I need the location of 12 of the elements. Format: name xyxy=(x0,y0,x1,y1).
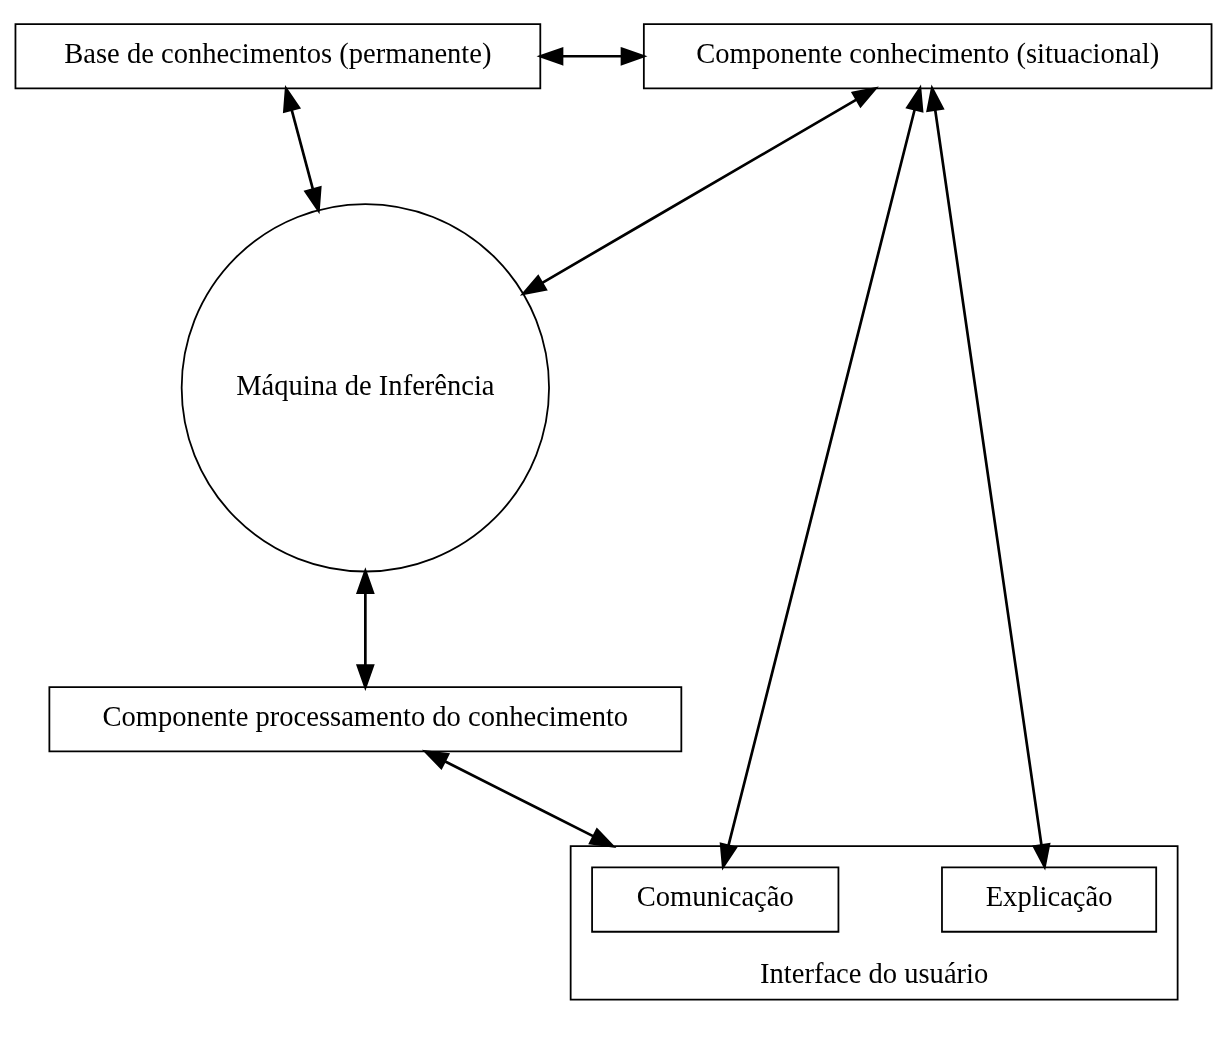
node-box: Componente processamento do conhecimento xyxy=(48,686,683,753)
node-box: Explicação xyxy=(941,866,1158,933)
node-box: Base de conhecimentos (permanente) xyxy=(14,23,542,90)
node-box: Comunicação xyxy=(591,866,840,933)
arrow xyxy=(519,86,879,296)
arrow xyxy=(355,567,375,692)
arrow xyxy=(282,85,322,215)
arrow xyxy=(926,84,1051,871)
arrow xyxy=(536,46,648,66)
node-box: Componente conhecimento (situacional) xyxy=(642,23,1213,90)
arrow xyxy=(719,84,924,871)
arrow xyxy=(421,749,617,848)
